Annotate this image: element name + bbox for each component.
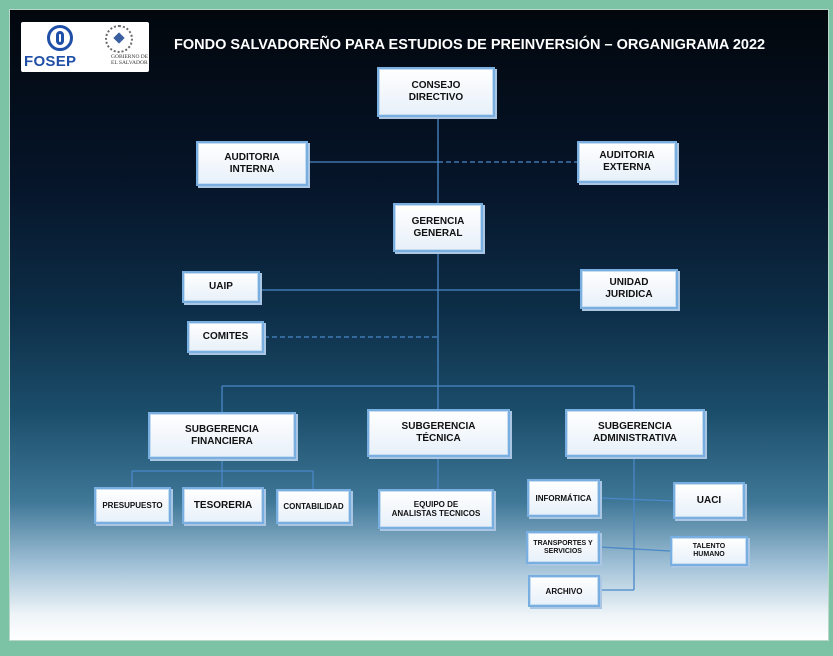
node-label: CONSEJO DIRECTIVO [408,80,464,103]
node-label: ARCHIVO [545,586,583,596]
node-tesoreria: TESORERIA [182,487,264,524]
node-subgerencia-financiera: SUBGERENCIA FINANCIERA [148,412,296,459]
node-archivo: ARCHIVO [528,575,600,607]
node-informatica: INFORMÁTICA [527,479,600,517]
node-label: TESORERIA [193,499,253,511]
node-comites: COMITES [187,321,264,353]
chart-title: FONDO SALVADOREÑO PARA ESTUDIOS DE PREIN… [174,37,766,53]
fosep-logo: FOSEP GOBIERNO DE EL SALVADOR [21,22,149,72]
node-label: AUDITORIA INTERNA [224,151,280,175]
node-consejo-directivo: CONSEJO DIRECTIVO [377,67,495,117]
node-label: SUBGERENCIA FINANCIERA [185,423,259,447]
node-contabilidad: CONTABILIDAD [276,489,351,524]
node-uaip: UAIP [182,271,260,303]
node-label: AUDITORIA EXTERNA [599,150,655,173]
node-auditoria-interna: AUDITORIA INTERNA [196,141,308,186]
node-label: UNIDAD JURIDICA [605,277,653,300]
node-equipo-analistas: EQUIPO DE ANALISTAS TECNICOS [378,489,494,529]
org-chart-panel: FOSEP GOBIERNO DE EL SALVADOR FONDO SALV… [9,9,829,641]
node-label: UAIP [209,281,233,292]
node-auditoria-externa: AUDITORIA EXTERNA [577,141,677,183]
node-talento-humano: TALENTO HUMANO [670,536,748,566]
node-label: INFORMÁTICA [535,493,592,503]
fosep-logo-text: FOSEP [24,53,77,70]
node-label: SUBGERENCIA ADMINISTRATIVA [592,421,678,444]
node-label: UACI [696,494,722,506]
node-subgerencia-administrativa: SUBGERENCIA ADMINISTRATIVA [565,409,705,457]
node-presupuesto: PRESUPUESTO [94,487,171,524]
node-label: COMITES [202,331,249,342]
node-uaci: UACI [673,482,745,519]
government-logo-text: GOBIERNO DE EL SALVADOR [111,54,149,66]
node-label: EQUIPO DE ANALISTAS TECNICOS [391,500,481,518]
node-label: GERENCIA GENERAL [411,215,465,239]
node-transportes-servicios: TRANSPORTES Y SERVICIOS [526,531,600,564]
node-label: TALENTO HUMANO [692,543,726,558]
government-seal-icon [105,25,133,53]
node-label: PRESUPUESTO [102,501,163,510]
node-unidad-juridica: UNIDAD JURIDICA [580,269,678,309]
node-label: SUBGERENCIA TÉCNICA [401,421,476,444]
node-label: CONTABILIDAD [283,502,344,511]
connector-informatica-uaci [599,497,674,502]
connector-lines [131,116,674,591]
node-label: TRANSPORTES Y SERVICIOS [533,539,593,555]
connector-transportes-talento [599,546,671,552]
fosep-emblem-icon [47,25,73,51]
node-gerencia-general: GERENCIA GENERAL [393,203,483,252]
node-subgerencia-tecnica: SUBGERENCIA TÉCNICA [367,409,510,457]
